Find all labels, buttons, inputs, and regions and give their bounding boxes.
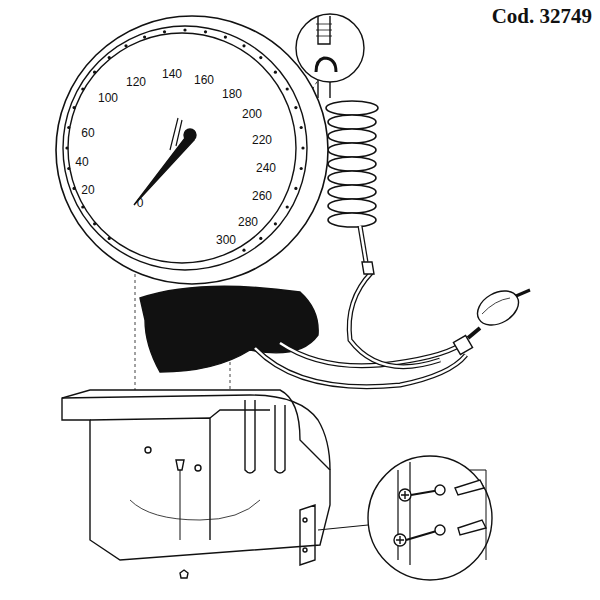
dial-number: 100 (98, 92, 118, 104)
tick-dot (224, 36, 227, 39)
tick-dot (294, 187, 297, 190)
tick-dot (286, 205, 289, 208)
dial-number: 220 (252, 134, 272, 146)
dial-number: 20 (81, 184, 94, 196)
dial-number: 260 (252, 190, 272, 202)
tick-dot (163, 30, 166, 33)
tick-dot (286, 87, 289, 90)
tick-dot (93, 71, 96, 74)
dial-number: 160 (194, 74, 214, 86)
tick-dot (294, 106, 297, 109)
tick-dot (73, 187, 76, 190)
tick-dot (183, 28, 186, 31)
dial-number: 200 (242, 108, 262, 120)
tick-dot (143, 36, 146, 39)
tick-dot (300, 126, 303, 129)
tick-dot (81, 87, 84, 90)
dial-number: 60 (81, 127, 94, 139)
tick-dot (300, 167, 303, 170)
tick-dot (124, 44, 127, 47)
tick-dot (242, 249, 245, 252)
tick-dot (67, 126, 70, 129)
dial-number: 0 (137, 197, 144, 209)
tick-dot (274, 71, 277, 74)
tick-dot (81, 205, 84, 208)
tick-dot (93, 222, 96, 225)
tick-dot (259, 237, 262, 240)
tick-dot (204, 30, 207, 33)
tick-dot (301, 146, 304, 149)
tick-dot (67, 167, 70, 170)
dial-number: 180 (222, 88, 242, 100)
tick-dot (108, 237, 111, 240)
tick-dot (73, 106, 76, 109)
tick-dot (274, 222, 277, 225)
dial-number: 240 (256, 162, 276, 174)
tick-dot (259, 56, 262, 59)
tick-dot (242, 44, 245, 47)
dial-number: 280 (238, 216, 258, 228)
dial-number: 120 (126, 76, 146, 88)
product-code: Cod. 32749 (492, 6, 592, 27)
dial-number: 300 (216, 234, 236, 246)
tick-dot (65, 146, 68, 149)
dial-number: 40 (75, 156, 88, 168)
tick-dot (108, 56, 111, 59)
dial-number: 140 (162, 68, 182, 80)
